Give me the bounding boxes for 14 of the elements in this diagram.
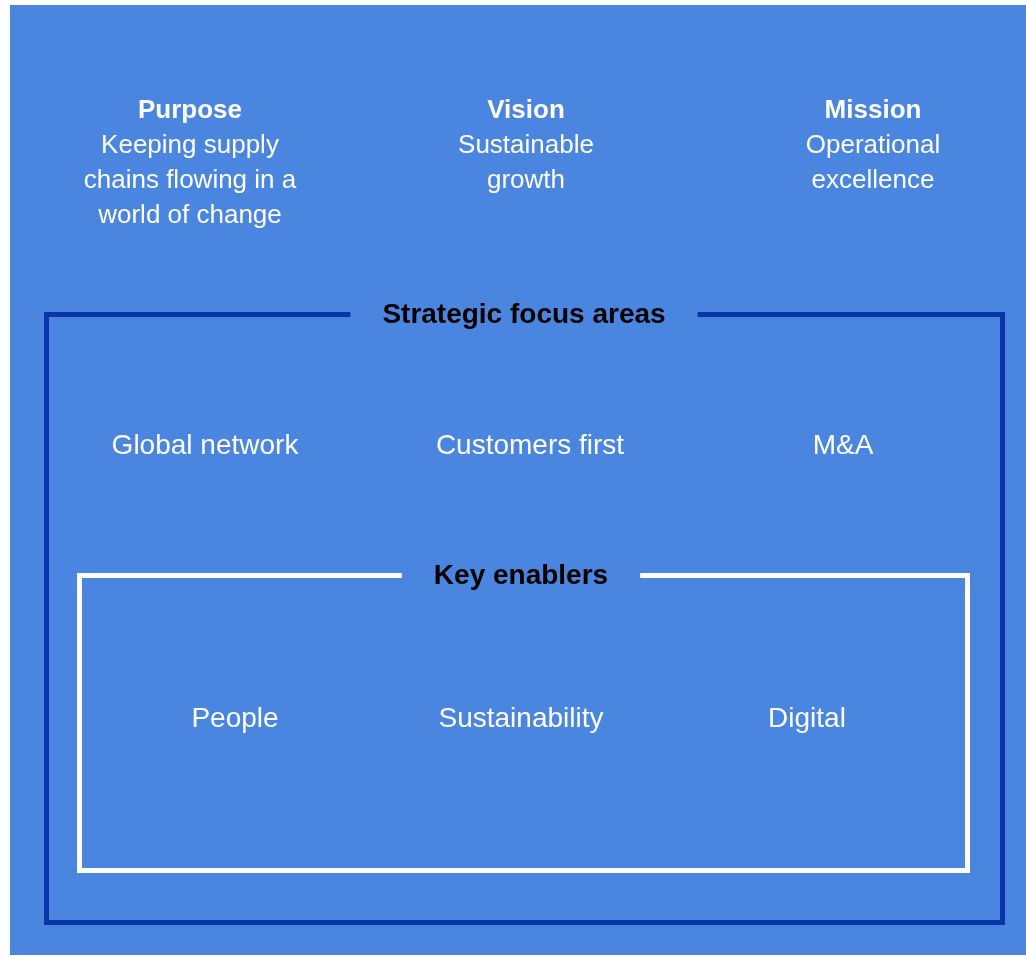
focus-item: People bbox=[191, 701, 279, 735]
focus-item: Customers first bbox=[435, 428, 625, 462]
column-heading: Purpose bbox=[138, 93, 242, 126]
focus-item: Digital bbox=[768, 701, 846, 735]
focus-item: Sustainability bbox=[438, 701, 604, 735]
column-text: Operational excellence bbox=[804, 128, 942, 196]
column-text: Sustainable growth bbox=[457, 128, 595, 196]
focus-item: Global network bbox=[111, 428, 299, 462]
frame-heading: Strategic focus areas bbox=[382, 297, 666, 331]
focus-item: M&A bbox=[812, 428, 874, 462]
column-text: Keeping supply chains flowing in a world of change bbox=[82, 128, 298, 231]
frame-heading: Key enablers bbox=[433, 558, 609, 592]
column-heading: Vision bbox=[487, 93, 565, 126]
column-heading: Mission bbox=[824, 93, 922, 126]
